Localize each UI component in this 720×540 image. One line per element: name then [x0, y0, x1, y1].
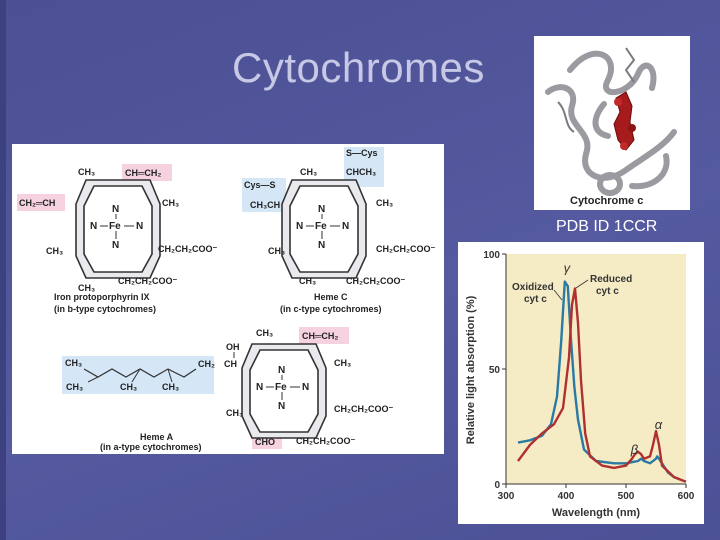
oxidized-cyt-c-line	[517, 280, 681, 481]
heme-a-group-propionate-right: CH₂CH₂COO⁻	[334, 404, 393, 414]
highlight-vinyl-b-top	[122, 164, 172, 181]
y-tick-label: 100	[483, 250, 500, 261]
heme-a-chain-methyl-3: CH₃	[162, 382, 179, 392]
heme-b-group-bottom-left-lower: CH₃	[78, 283, 95, 293]
absorption-spectrum-chart: 0 50 100 300 400 500 600 Wavelength (nm) Relat…	[458, 242, 704, 524]
heme-c-n-left: N	[296, 221, 303, 232]
heme-b-note: (in b-type cytochromes)	[54, 304, 156, 314]
pdb-id-caption: PDB ID 1CCR	[556, 218, 658, 235]
heme-c-group-propionate-right: CH₂CH₂COO⁻	[376, 244, 435, 254]
heme-b-name: Iron protoporphyrin IX	[54, 292, 150, 302]
heme-a-n-left: N	[256, 382, 263, 393]
heme-a-ring	[241, 343, 327, 439]
y-axis-label: Relative light absorption (%)	[465, 295, 477, 444]
absorption-spectrum-svg: 0 50 100 300 400 500 600 Wavelength (nm) Relat…	[465, 250, 695, 519]
heme-a-group-top-left: CH₃	[256, 328, 273, 338]
heme-b-n-left: N	[90, 221, 97, 232]
heme-a-group-top-right: CH═CH₂	[302, 331, 338, 341]
heme-c-cys-left: Cys—S	[244, 180, 276, 190]
heme-c-n-top: N	[318, 204, 325, 215]
y-tick-label: 50	[489, 365, 501, 376]
x-tick-label: 600	[678, 491, 695, 502]
heme-b-group-propionate-bottom: CH₂CH₂COO⁻	[118, 276, 177, 286]
x-axis-label: Wavelength (nm)	[552, 507, 641, 519]
heme-group-model	[613, 91, 636, 151]
heme-a-group-right: CH₃	[334, 358, 351, 368]
heme-c-ring	[281, 179, 367, 279]
heme-b-ring	[75, 179, 161, 279]
x-tick-label: 300	[498, 491, 515, 502]
tick-layer: 0 50 100 300 400 500 600	[483, 250, 694, 502]
gamma-band-label: γ	[564, 260, 572, 275]
heme-a-note: (in a-type cytochromes)	[100, 442, 202, 452]
heme-a-oh: OH	[226, 342, 240, 352]
fe-bonds	[100, 214, 340, 400]
heme-b-n-bottom: N	[112, 240, 119, 251]
heme-a-name: Heme A	[140, 432, 174, 442]
oxidized-pointer	[553, 289, 563, 301]
plot-area	[506, 254, 686, 484]
series-layer	[517, 280, 687, 483]
cytochrome-c-structure-image: Cytochrome c	[534, 36, 690, 210]
heme-a-n-bottom: N	[278, 401, 285, 412]
cytochrome-c-ribbon-svg: Cytochrome c	[545, 47, 677, 207]
heme-c-group-propionate-bottom: CH₂CH₂COO⁻	[346, 276, 405, 286]
heme-a-formyl: CHO	[255, 437, 275, 447]
highlight-vinyl-b-left	[17, 194, 65, 211]
heme-a-chain-ch2: CH₂	[198, 359, 215, 369]
heme-a-chain-methyl-1: CH₃	[66, 382, 83, 392]
protein-ribbon	[545, 50, 677, 196]
chart-axes	[505, 254, 686, 485]
reduced-cyt-c-line	[517, 287, 687, 483]
slide-title: Cytochromes	[232, 44, 485, 91]
highlight-isoprenoid-chain	[62, 356, 214, 394]
cytochrome-c-caption: Cytochrome c	[570, 195, 643, 207]
grid-layer	[502, 253, 687, 488]
heme-c-group-right: CH₃	[376, 198, 393, 208]
heme-b-group-top-left: CH₃	[78, 167, 95, 177]
heme-c-group-bottom-left-lower: CH₃	[299, 276, 316, 286]
heme-c-cys-top: S—Cys	[346, 148, 378, 158]
heme-c-group-left: CH₃CH	[250, 200, 280, 210]
heme-a-ch: CH	[224, 359, 237, 369]
heme-b-group-propionate-right: CH₂CH₂COO⁻	[158, 244, 217, 254]
x-tick-label: 500	[618, 491, 635, 502]
heme-structures-svg: N N Fe N N N N Fe N N N N Fe N N CH₃	[17, 147, 435, 452]
heme-a-group-propionate-bottom: CH₂CH₂COO⁻	[296, 436, 355, 446]
heme-c-group-bottom-left: CH₃	[268, 246, 285, 256]
highlight-thioether-left	[242, 178, 286, 212]
heme-a-chain-methyl-bonds	[87, 352, 235, 383]
heme-b-n-right: N	[136, 221, 143, 232]
heme-c-n-bottom: N	[318, 240, 325, 251]
x-tick-label: 400	[558, 491, 575, 502]
heme-c-group-top-right: CHCH₃	[346, 167, 376, 177]
heme-a-n-top: N	[278, 365, 285, 376]
heme-structures-figure: N N Fe N N N N Fe N N N N Fe N N CH₃	[12, 144, 444, 454]
heme-b-n-top: N	[112, 204, 119, 215]
heme-c-n-right: N	[342, 221, 349, 232]
heme-a-group-bottom-left: CH₃	[226, 408, 243, 418]
reduced-pointer	[575, 279, 589, 289]
heme-c-group-top-left: CH₃	[300, 167, 317, 177]
protein-ribbon-detail	[557, 47, 636, 133]
heme-b-group-left: CH₂═CH	[19, 198, 55, 208]
highlight-vinyl-a-top	[299, 327, 349, 344]
heme-b-group-right: CH₃	[162, 198, 179, 208]
heme-b-fe: Fe	[109, 221, 121, 232]
y-tick-label: 0	[494, 480, 500, 491]
heme-a-chain-start: CH₃	[65, 358, 82, 368]
heme-a-chain-methyl-2: CH₃	[120, 382, 137, 392]
heme-a-n-right: N	[302, 382, 309, 393]
slide-edge-bar	[0, 0, 6, 540]
heme-b-group-top-right: CH═CH₂	[125, 168, 161, 178]
heme-c-note: (in c-type cytochromes)	[280, 304, 382, 314]
heme-c-name: Heme C	[314, 292, 348, 302]
beta-band-label: β	[630, 442, 639, 457]
alpha-band-label: α	[655, 417, 663, 432]
heme-c-fe: Fe	[315, 221, 327, 232]
heme-b-group-bottom-left: CH₃	[46, 246, 63, 256]
heme-a-fe: Fe	[275, 382, 287, 393]
